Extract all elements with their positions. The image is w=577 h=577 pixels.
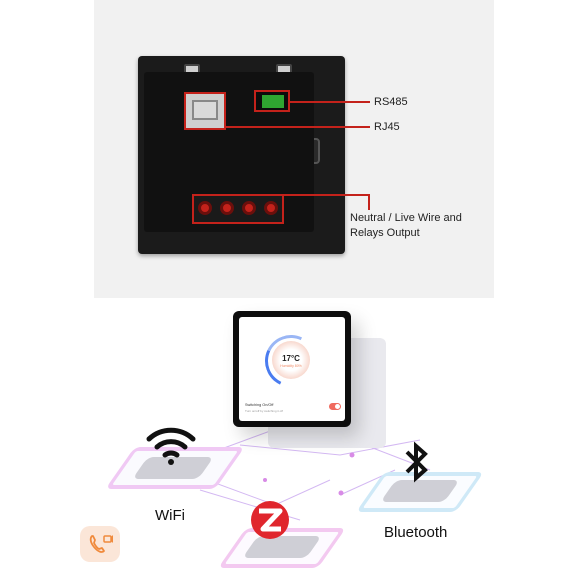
rj45-port	[192, 100, 218, 120]
rs485-callout-line	[290, 101, 370, 103]
rs485-terminal	[262, 95, 284, 108]
wire-callout-line-h	[284, 194, 370, 196]
device-screen: 17°C Humidity 80% Switching On/Off Turn …	[239, 317, 345, 421]
wifi-label: WiFi	[155, 507, 185, 524]
rj45-label: RJ45	[374, 121, 400, 133]
switch-sublabel: Turn on/off by switching it off	[245, 409, 283, 413]
zigbee-icon	[251, 501, 289, 539]
rs485-label: RS485	[374, 96, 408, 108]
wire-terminals-highlight	[192, 194, 284, 224]
rj45-port-highlight	[184, 92, 226, 130]
phone-call-icon	[89, 535, 113, 553]
thermostat-dial: 17°C Humidity 80%	[272, 341, 310, 379]
wire-callout-line-v	[368, 194, 370, 210]
rj45-callout-line	[226, 126, 370, 128]
bluetooth-icon	[405, 441, 428, 483]
terminal-3	[242, 201, 256, 215]
smart-panel-device: 17°C Humidity 80% Switching On/Off Turn …	[233, 311, 351, 427]
rs485-terminal-highlight	[254, 90, 290, 112]
terminal-1	[198, 201, 212, 215]
humidity-readout: Humidity 80%	[280, 364, 302, 368]
terminal-4	[264, 201, 278, 215]
product-photo-panel	[94, 0, 494, 298]
switch-label: Switching On/Off	[245, 403, 274, 407]
wire-label-line2: Relays Output	[350, 227, 420, 239]
phone-call-button[interactable]	[80, 526, 120, 562]
terminal-2	[220, 201, 234, 215]
wifi-icon	[146, 427, 196, 465]
bluetooth-label: Bluetooth	[384, 524, 448, 541]
wire-label-line1: Neutral / Live Wire and	[350, 212, 462, 224]
switch-toggle	[329, 403, 341, 410]
temperature-readout: 17°C	[282, 354, 300, 363]
